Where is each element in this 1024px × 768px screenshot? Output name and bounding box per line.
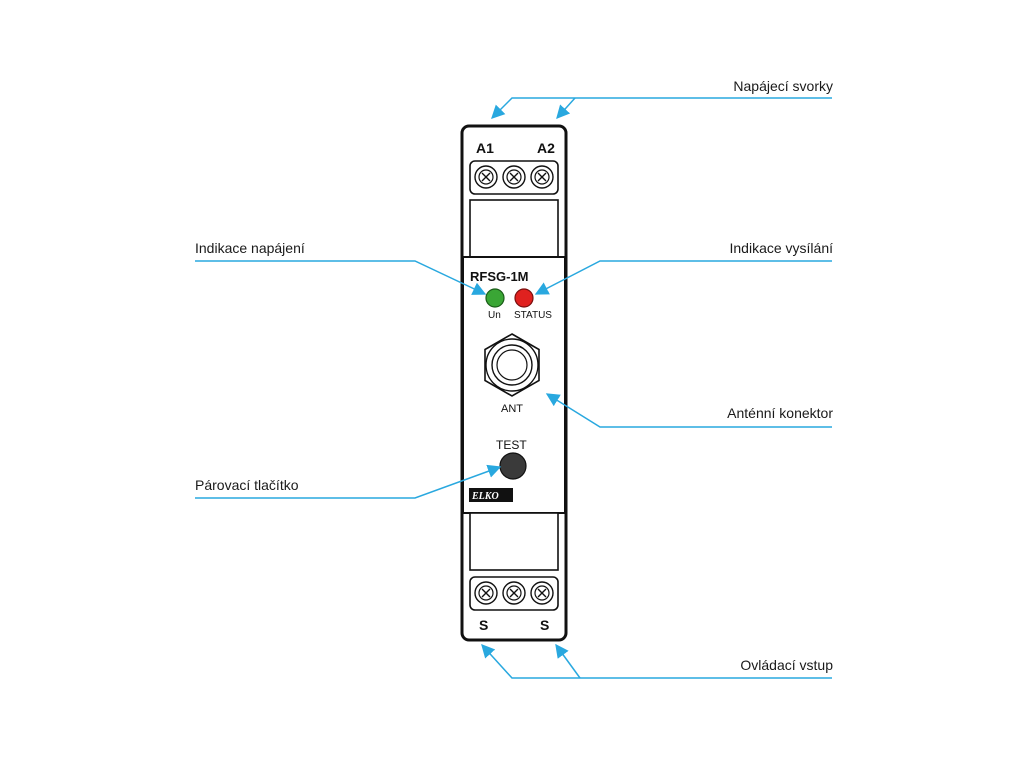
leader-power-terminals-2 [556, 97, 576, 120]
model-name: RFSG-1M [470, 269, 529, 284]
callout-power-indication: Indikace napájení [195, 240, 305, 256]
leader-transmit-indication [534, 260, 832, 295]
bottom-terminal-block [469, 576, 559, 611]
antenna-label: ANT [501, 403, 523, 415]
terminal-label-s-left: S [479, 617, 488, 633]
terminal-label-s-right: S [540, 617, 549, 633]
leader-antenna [545, 393, 832, 428]
callout-power-terminals: Napájecí svorky [733, 78, 833, 94]
status-led [514, 288, 534, 308]
screw-icon [530, 581, 554, 605]
leader-lines [195, 97, 832, 679]
screw-icon [530, 165, 554, 189]
test-button-label: TEST [496, 438, 527, 452]
leader-control-input-2 [555, 643, 581, 679]
leader-power-terminals [491, 97, 832, 119]
leader-power-indication [195, 260, 487, 295]
elko-logo: ELKO [469, 488, 513, 502]
din-rail-module: A1 A2 RFSG-1M [460, 124, 568, 642]
antenna-connector [484, 333, 540, 397]
screw-icon [474, 581, 498, 605]
terminal-label-a1: A1 [476, 140, 494, 156]
top-terminal-block [469, 160, 559, 195]
callout-antenna-connector: Anténní konektor [727, 405, 833, 421]
leader-control-input [481, 644, 832, 679]
screw-icon [474, 165, 498, 189]
power-led [485, 288, 505, 308]
test-button[interactable] [499, 452, 527, 480]
power-led-label: Un [488, 310, 501, 321]
brand-text: ELKO [471, 491, 499, 502]
leader-pairing-button [195, 464, 502, 499]
screw-icon [502, 581, 526, 605]
lower-recess [469, 512, 559, 571]
status-led-label: STATUS [514, 310, 552, 321]
upper-recess [469, 199, 559, 258]
callout-pairing-button: Párovací tlačítko [195, 477, 299, 493]
terminal-label-a2: A2 [537, 140, 555, 156]
callout-control-input: Ovládací vstup [740, 657, 833, 673]
screw-icon [502, 165, 526, 189]
callout-transmit-indication: Indikace vysílání [729, 240, 834, 256]
